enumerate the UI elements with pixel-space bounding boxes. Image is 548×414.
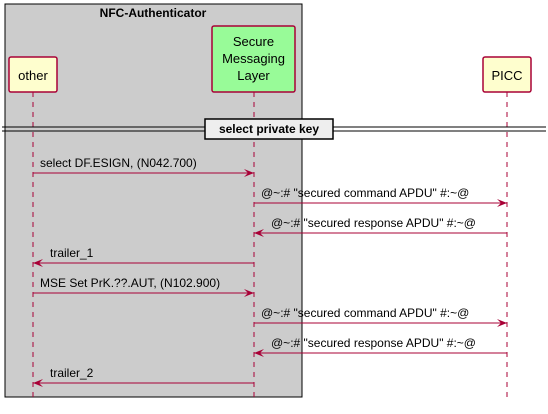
- message-arrowhead: [497, 199, 507, 207]
- message-1: select DF.ESIGN, (N042.700): [33, 156, 254, 177]
- message-label: select DF.ESIGN, (N042.700): [40, 156, 197, 170]
- message-4: trailer_1: [33, 246, 254, 267]
- participant-sml-line-3: Layer: [237, 68, 270, 83]
- message-8: trailer_2: [33, 366, 254, 387]
- participant-picc: PICC: [482, 56, 532, 93]
- message-5: MSE Set PrK.??.AUT, (N102.900): [33, 276, 254, 297]
- message-label: @~:# "secured response APDU" #:~@: [271, 216, 476, 230]
- message-arrowhead: [244, 169, 254, 177]
- message-label: @~:# "secured response APDU" #:~@: [271, 336, 476, 350]
- message-arrowhead: [497, 319, 507, 327]
- participant-secure-messaging-layer: Secure Messaging Layer: [211, 25, 296, 93]
- message-label: MSE Set PrK.??.AUT, (N102.900): [40, 276, 220, 290]
- divider: select private key: [2, 118, 546, 140]
- group-title: NFC-Authenticator: [100, 6, 207, 20]
- message-arrowhead: [33, 259, 43, 267]
- participant-sml-line-2: Messaging: [222, 51, 285, 66]
- participant-other: other: [8, 56, 58, 93]
- message-label: trailer_1: [50, 246, 94, 260]
- participant-other-label: other: [18, 68, 48, 83]
- message-arrowhead: [33, 379, 43, 387]
- message-7: @~:# "secured response APDU" #:~@: [254, 336, 507, 357]
- participant-sml-line-1: Secure: [233, 34, 274, 49]
- participant-picc-label: PICC: [491, 68, 522, 83]
- message-arrowhead: [254, 229, 264, 237]
- message-label: @~:# "secured command APDU" #:~@: [261, 306, 469, 320]
- message-arrowhead: [244, 289, 254, 297]
- message-2: @~:# "secured command APDU" #:~@: [254, 186, 507, 207]
- message-label: @~:# "secured command APDU" #:~@: [261, 186, 469, 200]
- messages: select DF.ESIGN, (N042.700) @~:# "secured…: [33, 156, 507, 387]
- message-6: @~:# "secured command APDU" #:~@: [254, 306, 507, 327]
- message-label: trailer_2: [50, 366, 94, 380]
- divider-label: select private key: [219, 122, 319, 136]
- message-3: @~:# "secured response APDU" #:~@: [254, 216, 507, 237]
- message-arrowhead: [254, 349, 264, 357]
